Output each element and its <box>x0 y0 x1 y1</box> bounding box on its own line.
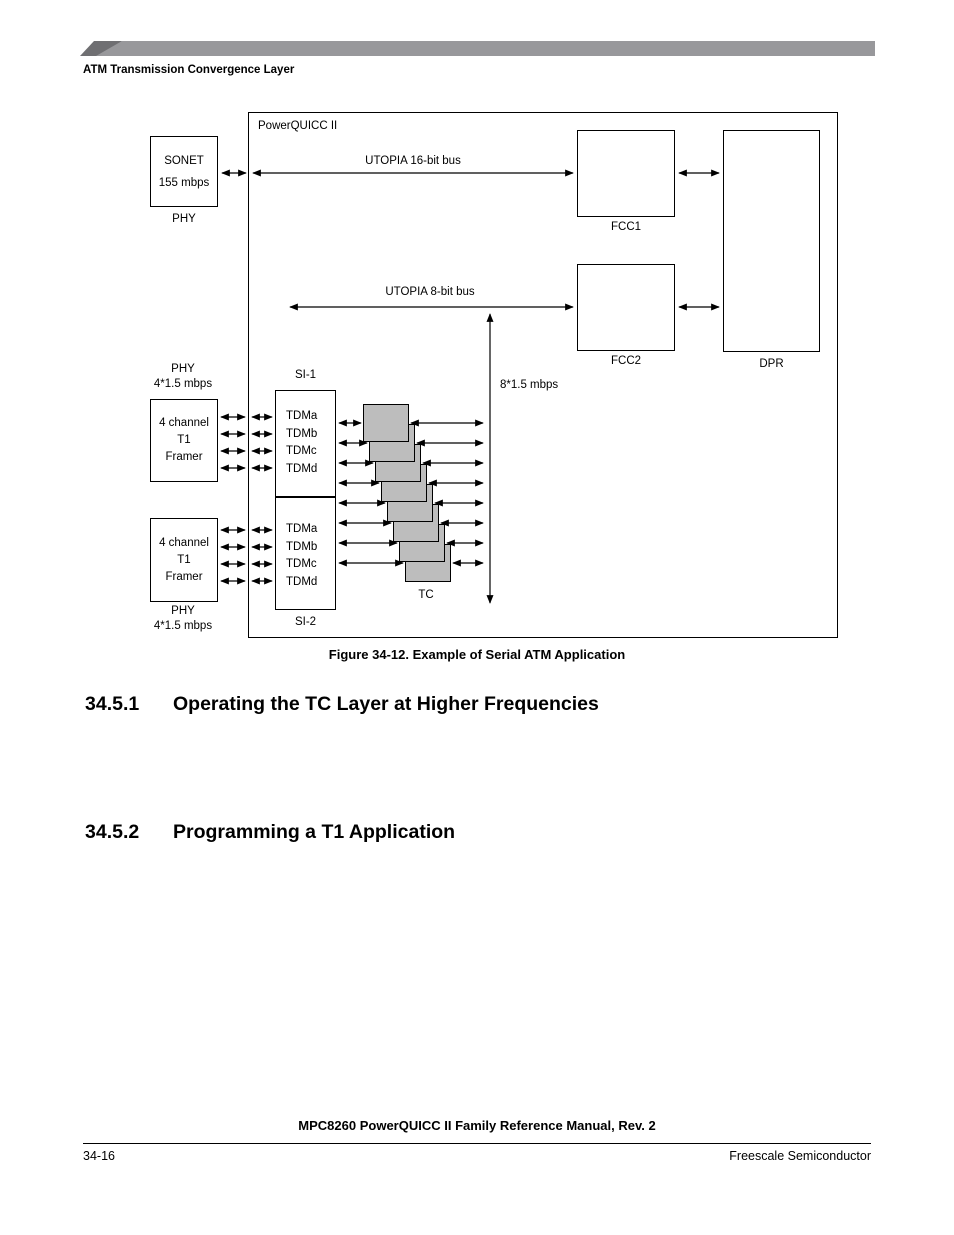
footer-page-number: 34-16 <box>83 1149 115 1163</box>
powerquicc-box <box>248 112 838 638</box>
framer-bottom-line3: Framer <box>165 570 203 583</box>
section-number: 34.5.1 <box>85 693 140 715</box>
footer-manual-title: MPC8260 PowerQUICC II Family Reference M… <box>298 1118 656 1133</box>
sonet-phy-label: PHY <box>172 213 196 225</box>
tdm-label: TDMc <box>286 445 317 457</box>
framer-top-line2: T1 <box>177 434 191 446</box>
si2-box: TDMa TDMb TDMc TDMd <box>275 497 336 610</box>
fcc2-box <box>577 264 675 351</box>
tdm-label: TDMd <box>286 575 318 588</box>
section-title: Programming a T1 Application <box>173 821 456 843</box>
phy-top-labels: PHY 4*1.5 mbps <box>139 362 227 392</box>
tdm-label: TDMb <box>286 540 318 553</box>
sonet-phy-box: SONET 155 mbps <box>150 136 218 207</box>
si1-box: TDMa TDMb TDMc TDMd <box>275 390 336 497</box>
phy-top-label: PHY <box>171 363 195 375</box>
tc-label: TC <box>418 589 434 601</box>
dpr-box <box>723 130 820 352</box>
phy-bottom-label: PHY <box>171 605 195 617</box>
framer-bottom-line2: T1 <box>177 553 191 566</box>
tdm-label: TDMd <box>286 462 318 475</box>
si2-label: SI-2 <box>294 616 317 628</box>
t1-framer-bottom-box: 4 channel T1 Framer <box>150 518 218 602</box>
section-number: 34.5.2 <box>85 821 140 843</box>
section-title: Operating the TC Layer at Higher Frequen… <box>173 693 599 715</box>
t1-framer-top-box: 4 channel T1 Framer <box>150 399 218 482</box>
framer-bottom-line1: 4 channel <box>159 536 209 549</box>
figure-caption: Figure 34-12. Example of Serial ATM Appl… <box>328 647 626 662</box>
phy-bottom-labels: PHY 4*1.5 mbps <box>139 604 227 634</box>
fcc2-label: FCC2 <box>610 355 642 367</box>
sonet-label: SONET <box>164 154 204 167</box>
powerquicc-label: PowerQUICC II <box>258 120 338 132</box>
tdm-label: TDMc <box>286 558 317 570</box>
phy-bottom-rate-label: 4*1.5 mbps <box>153 620 213 632</box>
utopia8-bus-label: UTOPIA 8-bit bus <box>385 286 475 298</box>
framer-top-line1: 4 channel <box>159 417 209 429</box>
section-heading-34-5-2: 34.5.2 Programming a T1 Application <box>85 821 455 844</box>
footer-rule <box>83 1143 871 1144</box>
header-bar <box>96 41 875 56</box>
tdm-label: TDMa <box>286 410 318 422</box>
footer-vendor: Freescale Semiconductor <box>729 1149 871 1163</box>
fcc1-box <box>577 130 675 217</box>
dpr-label: DPR <box>759 358 784 370</box>
serial-rate-label: 8*1.5 mbps <box>500 379 559 391</box>
tc-unit-box <box>363 404 409 442</box>
sonet-rate-label: 155 mbps <box>158 176 210 189</box>
tdm-label: TDMa <box>286 523 318 535</box>
phy-top-rate-label: 4*1.5 mbps <box>153 378 213 390</box>
section-heading-34-5-1: 34.5.1 Operating the TC Layer at Higher F… <box>85 693 599 716</box>
running-title: ATM Transmission Convergence Layer <box>83 64 295 76</box>
si1-label: SI-1 <box>294 369 317 381</box>
utopia16-bus-label: UTOPIA 16-bit bus <box>365 155 461 167</box>
tdm-label: TDMb <box>286 427 318 440</box>
fcc1-label: FCC1 <box>610 221 642 233</box>
framer-top-line3: Framer <box>165 451 203 463</box>
